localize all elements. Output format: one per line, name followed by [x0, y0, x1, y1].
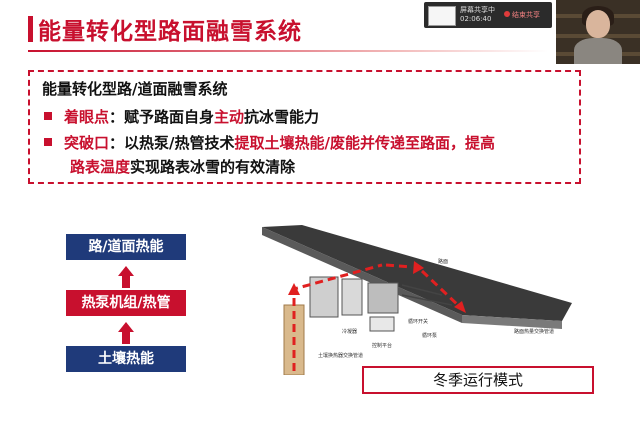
pavement-edge [462, 315, 562, 329]
point-2-highlight-b: 路表温度 [70, 158, 131, 176]
arrow-stem [122, 332, 130, 344]
label-pavement-exchanger: 路面热量交换管道 [514, 328, 554, 335]
pump-unit [367, 282, 399, 314]
stop-icon [504, 11, 510, 17]
snowmelt-system-diagram: 路面 冷凝器 循环开关 循环泵 控制平台 土壤换热器交换管道 路面热量交换管道 [262, 225, 572, 375]
speaker-face [586, 10, 610, 38]
condenser-unit [309, 276, 339, 318]
heat-flow-arrow [420, 269, 462, 309]
point-1: 着眼点：赋予路面自身主动抗冰雪能力 [44, 106, 319, 128]
summary-box: 能量转化型路/道面融雪系统 着眼点：赋予路面自身主动抗冰雪能力 突破口：以热泵/… [28, 70, 581, 184]
point-1-highlight: 主动 [214, 108, 245, 126]
point-2-continued: 路表温度实现路表冰雪的有效清除 [70, 156, 295, 178]
control-box [369, 316, 395, 332]
share-timer: 02:06:40 [460, 15, 492, 23]
stop-share-button[interactable]: 结束共享 [512, 11, 540, 19]
title-accent-bar [28, 16, 33, 42]
flow-middle-box: 热泵机组/热管 [66, 290, 186, 316]
pipe-line [401, 294, 453, 306]
arrow-stem [122, 276, 130, 288]
point-1-text-b: 抗冰雪能力 [244, 108, 320, 126]
point-2-label: 突破口 [64, 134, 110, 152]
label-pump: 循环泵 [422, 332, 437, 339]
flow-bottom-box: 土壤热能 [66, 346, 186, 372]
speaker-body [574, 38, 622, 64]
slide-title: 能量转化型路面融雪系统 [38, 19, 302, 45]
point-2-text-b: 实现路表冰雪的有效清除 [130, 158, 296, 176]
label-condenser: 冷凝器 [342, 328, 357, 335]
arrow-head-icon [288, 283, 300, 295]
webcam-video [556, 0, 640, 64]
box-heading: 能量转化型路/道面融雪系统 [42, 80, 228, 98]
label-pavement: 路面 [438, 258, 448, 265]
pipe-line [401, 284, 443, 296]
point-1-label: 着眼点 [64, 108, 110, 126]
pavement-slab [262, 225, 572, 321]
share-status: 屏幕共享中 [460, 6, 495, 14]
bullet-icon [44, 111, 52, 120]
winter-mode-label: 冬季运行模式 [362, 366, 594, 394]
flow-top-box: 路/道面热能 [66, 234, 186, 260]
label-switch: 循环开关 [408, 318, 428, 325]
condenser-unit [341, 278, 363, 316]
title-underline [28, 50, 548, 52]
point-2: 突破口：以热泵/热管技术提取土壤热能/废能并传递至路面，提高 [44, 132, 495, 154]
screen-share-bar[interactable]: 屏幕共享中 02:06:40 结束共享 [424, 2, 552, 28]
heat-flow-arrow [385, 263, 413, 269]
pavement-side [262, 227, 462, 323]
label-soil-exchanger: 土壤换热器交换管道 [318, 352, 363, 359]
arrow-head-icon [413, 261, 424, 274]
bullet-icon [44, 137, 52, 146]
arrow-head-icon [454, 301, 466, 313]
point-2-highlight-a: 提取土壤热能/废能并传递至路面，提高 [234, 134, 495, 152]
point-2-text-a: ：以热泵/热管技术 [109, 134, 235, 152]
share-thumbnail [428, 6, 456, 26]
arrow-up-icon [118, 266, 134, 276]
arrow-up-icon [118, 322, 134, 332]
point-1-text-a: ：赋予路面自身 [109, 108, 215, 126]
label-control: 控制平台 [372, 342, 392, 349]
